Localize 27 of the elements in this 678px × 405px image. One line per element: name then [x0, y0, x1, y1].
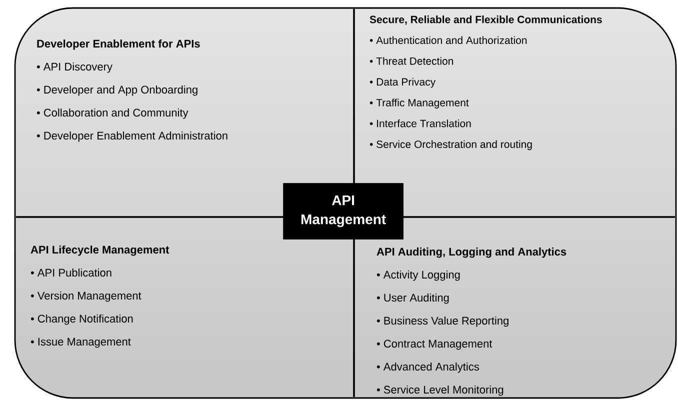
bullet-item: • Contract Management: [376, 340, 492, 350]
section-heading: API Lifecycle Management: [30, 246, 170, 256]
bullet-item: • Issue Management: [30, 338, 131, 348]
section-heading: API Auditing, Logging and Analytics: [376, 248, 566, 258]
bullet-item: • Collaboration and Community: [36, 108, 188, 119]
bullet-item: • Authentication and Authorization: [370, 36, 527, 44]
bullet-item: • Version Management: [30, 292, 142, 302]
section-heading: Developer Enablement for APIs: [37, 40, 200, 50]
bullet-item: • Service Orchestration and routing: [370, 140, 532, 150]
bullet-item: • Activity Logging: [376, 270, 460, 281]
bullet-item: • Threat Detection: [370, 57, 454, 65]
bullet-item: • User Auditing: [376, 294, 449, 304]
bullet-item: • API Publication: [30, 268, 112, 277]
center-box: [283, 183, 404, 240]
bullet-item: • Traffic Management: [370, 98, 469, 108]
bullet-item: • Service Level Monitoring: [376, 386, 504, 396]
section-heading: Secure, Reliable and Flexible Communications: [370, 16, 602, 25]
bullet-item: • Developer Enablement Administration: [36, 132, 228, 142]
outer-panel: [14, 7, 677, 399]
bullet-item: • Interface Translation: [370, 120, 471, 128]
bullet-item: • Business Value Reporting: [376, 316, 508, 327]
title-label: API Management: [301, 196, 386, 228]
bullet-item: • API Discovery: [36, 62, 112, 73]
bullet-item: • Data Privacy: [370, 78, 436, 88]
bullet-item: • Developer and App Onboarding: [36, 86, 198, 96]
bullet-item: • Change Notification: [30, 314, 133, 325]
bullet-item: • Advanced Analytics: [376, 362, 479, 373]
